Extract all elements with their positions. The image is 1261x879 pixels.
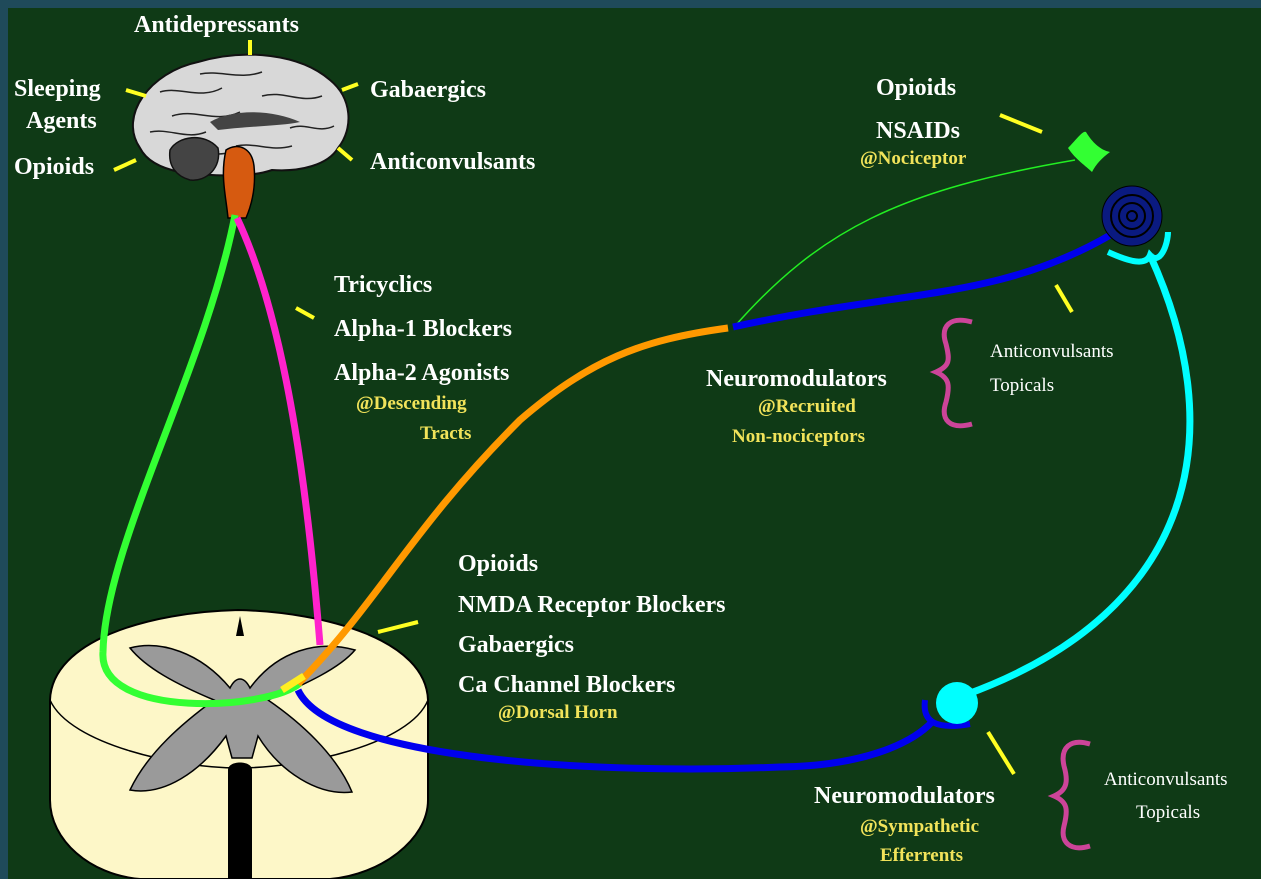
- label-gabaergics-dorsal: Gabaergics: [458, 631, 574, 659]
- label-nmda-blockers: NMDA Receptor Blockers: [458, 591, 726, 619]
- label-anticonvulsants-sympathetic: Anticonvulsants: [1104, 768, 1228, 792]
- descending-tract: [237, 218, 320, 645]
- label-gabaergics-brain: Gabaergics: [370, 76, 486, 104]
- label-opioids-dorsal: Opioids: [458, 550, 538, 578]
- label-sleeping: Sleeping: [14, 75, 101, 103]
- site-descending: @Descending: [356, 392, 467, 416]
- label-opioids-brain: Opioids: [14, 153, 94, 181]
- site-sympathetic: @Sympathetic: [860, 815, 979, 839]
- label-anticonvulsants-recruited: Anticonvulsants: [990, 340, 1114, 364]
- label-neuromodulators-sympathetic: Neuromodulators: [814, 782, 995, 810]
- nociceptor-fiber: [735, 160, 1075, 326]
- site-recruited: @Recruited: [758, 395, 856, 419]
- afferent-blue-upper: [733, 234, 1112, 327]
- receptor-organ: [1102, 186, 1162, 246]
- label-anticonvulsants-brain: Anticonvulsants: [370, 148, 535, 176]
- site-non-nociceptors: Non-nociceptors: [732, 425, 865, 449]
- label-nsaids: NSAIDs: [876, 117, 960, 145]
- site-dorsal-horn: @Dorsal Horn: [498, 701, 618, 725]
- diagram-graphics: [8, 8, 1261, 879]
- sympathetic-efferent: [965, 255, 1190, 695]
- bracket-sympathetic: [1054, 742, 1090, 848]
- label-ca-channel-blockers: Ca Channel Blockers: [458, 671, 675, 699]
- label-opioids-nociceptor: Opioids: [876, 74, 956, 102]
- nociceptor-ending: [1068, 132, 1110, 172]
- label-agents: Agents: [26, 107, 97, 135]
- sympathetic-ganglion: [936, 682, 978, 724]
- site-tracts: Tracts: [420, 422, 471, 446]
- bracket-recruited: [936, 320, 972, 425]
- label-topicals-recruited: Topicals: [990, 374, 1054, 398]
- brainstem: [223, 147, 254, 218]
- label-alpha2-agonists: Alpha-2 Agonists: [334, 359, 509, 387]
- label-topicals-sympathetic: Topicals: [1136, 801, 1200, 825]
- brain-illustration: [133, 55, 349, 218]
- spinal-cord-illustration: [50, 610, 428, 879]
- diagram-canvas: Antidepressants Sleeping Agents Opioids …: [8, 8, 1261, 879]
- label-neuromodulators-recruited: Neuromodulators: [706, 365, 887, 393]
- site-efferrents: Efferrents: [880, 844, 963, 868]
- site-nociceptor: @Nociceptor: [860, 147, 966, 171]
- label-tricyclics: Tricyclics: [334, 271, 432, 299]
- label-alpha1-blockers: Alpha-1 Blockers: [334, 315, 512, 343]
- label-antidepressants: Antidepressants: [134, 11, 299, 39]
